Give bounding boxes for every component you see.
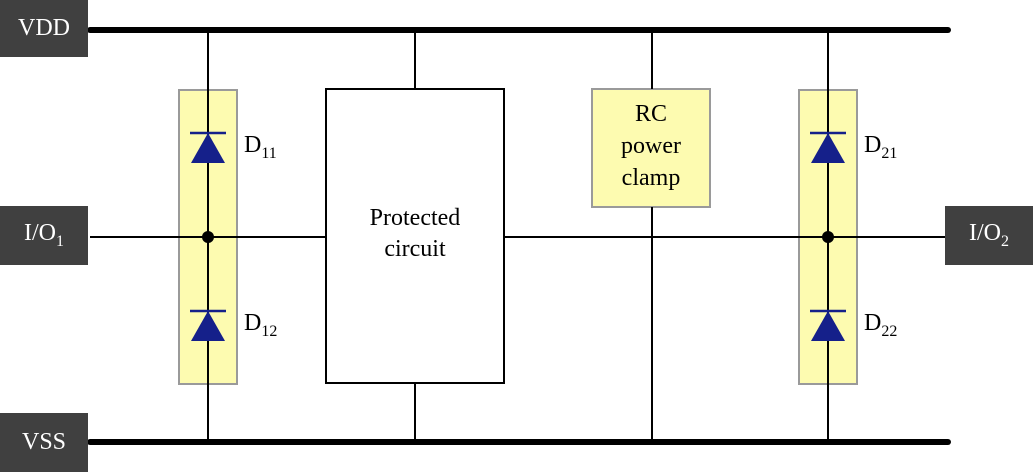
diode-d12-icon <box>190 309 226 341</box>
protected-line2: circuit <box>384 236 446 262</box>
d11-label: D11 <box>244 132 277 162</box>
io2-label-text: I/O2 <box>969 220 1009 250</box>
protected-line1: Protected <box>369 205 461 231</box>
clamp-line2: power <box>621 133 681 159</box>
vss-label-text: VSS <box>21 429 67 455</box>
d12-label: D12 <box>244 310 278 340</box>
vdd-label: VDD <box>0 0 88 57</box>
protected-circuit-block <box>325 88 505 384</box>
d21-label: D21 <box>864 132 898 162</box>
diode-d11-icon <box>190 131 226 163</box>
protected-circuit-label: Protected circuit <box>326 203 504 265</box>
junction-dot-2 <box>822 231 834 243</box>
clamp-line3: clamp <box>621 165 681 191</box>
vss-label: VSS <box>0 413 88 472</box>
diode-d22-icon <box>810 309 846 341</box>
io2-label: I/O2 <box>945 206 1033 265</box>
clamp-line1: RC <box>634 101 667 127</box>
rc-clamp-label: RC power clamp <box>592 98 710 194</box>
io1-label: I/O1 <box>0 206 88 265</box>
junction-dot-1 <box>202 231 214 243</box>
diode-d21-icon <box>810 131 846 163</box>
vdd-label-text: VDD <box>18 15 70 41</box>
io1-label-text: I/O1 <box>24 220 64 250</box>
d22-label: D22 <box>864 310 898 340</box>
